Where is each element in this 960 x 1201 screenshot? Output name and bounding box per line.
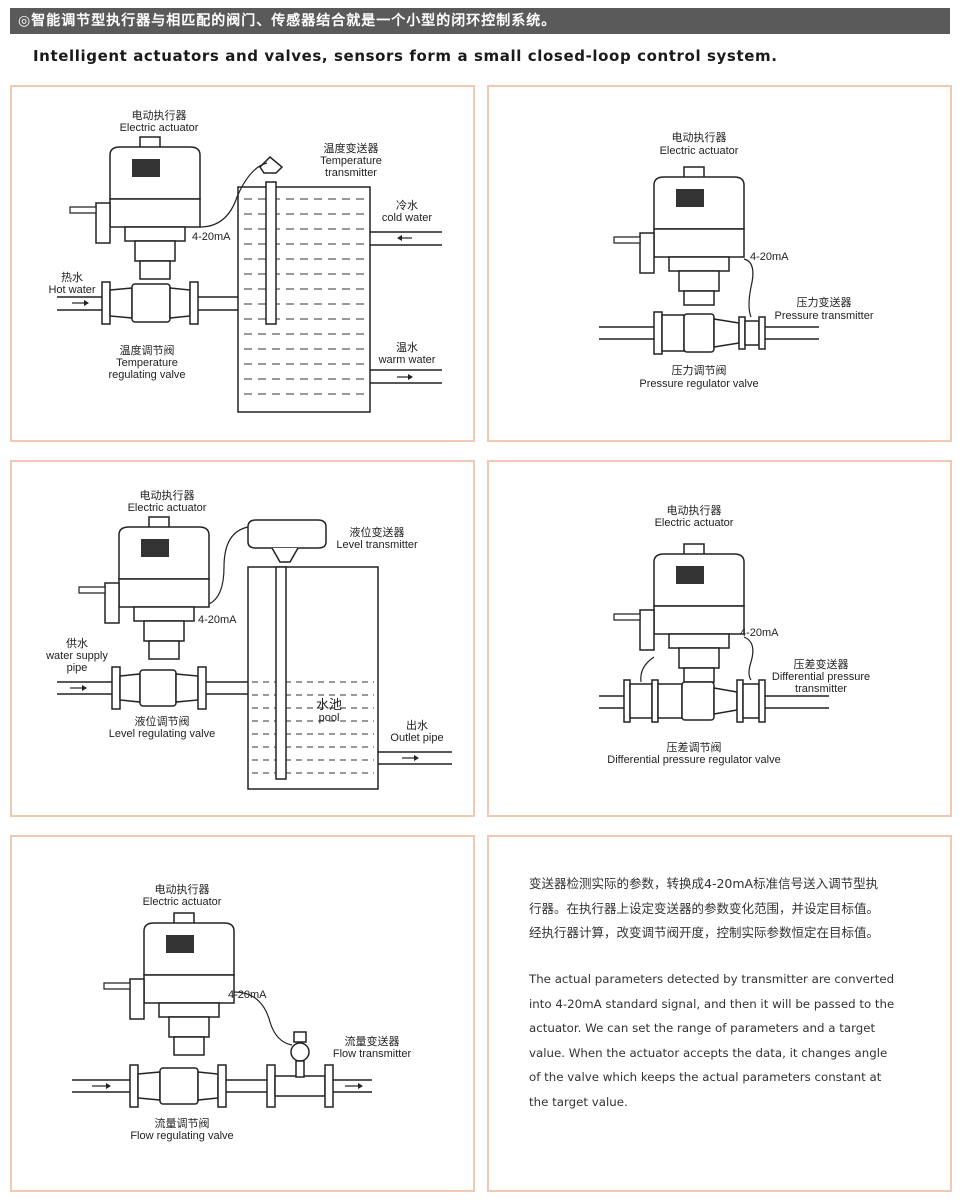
valve-label-en: Differential pressure regulator valve <box>607 754 781 766</box>
description-cn-line: 行器。在执行器上设定变送器的参数变化范围，并设定目标值。 <box>529 900 880 916</box>
panel-differential-pressure-control: 电动执行器 Electric actuator 4-20mA 压差变送器 Dif… <box>487 460 952 817</box>
outlet-label-en: Outlet pipe <box>390 732 444 744</box>
pool-label-en: pool <box>318 712 340 724</box>
cold-water-label-cn: 冷水 <box>396 200 418 212</box>
electric-actuator-illustration <box>613 166 745 306</box>
valve-label-en: Level regulating valve <box>108 728 216 740</box>
panel-description: 变送器检测实际的参数，转换成4-20mA标准信号送入调节型执 行器。在执行器上设… <box>487 835 952 1192</box>
signal-label: 4-20mA <box>198 614 237 626</box>
regulating-valve-illustration <box>72 1064 372 1108</box>
transmitter-label-cn: 流量变送器 <box>344 1036 400 1048</box>
differential-pressure-loop-diagram <box>599 543 829 723</box>
electric-actuator-illustration <box>69 136 201 280</box>
electric-actuator-illustration <box>613 543 745 683</box>
actuator-label-en: Electric actuator <box>654 517 734 529</box>
valve-label-cn: 压力调节阀 <box>671 365 727 377</box>
actuator-label-en: Electric actuator <box>659 145 739 157</box>
description-en-line: actuator. We can set the range of parame… <box>529 1021 876 1035</box>
description-cn-line: 变送器检测实际的参数，转换成4-20mA标准信号送入调节型执 <box>529 876 879 891</box>
supply-label-cn: 供水 <box>66 638 88 650</box>
panel-pressure-control: 电动执行器 Electric actuator 4-20mA 压力变送器 Pre… <box>487 85 952 442</box>
signal-cable <box>233 991 293 1046</box>
actuator-label-en: Electric actuator <box>142 896 222 908</box>
pressure-loop-diagram <box>599 166 819 355</box>
section-subtitle: Intelligent actuators and valves, sensor… <box>33 47 778 65</box>
valve-label-en: Flow regulating valve <box>130 1130 234 1142</box>
transmitter-label-en: Pressure transmitter <box>774 310 874 322</box>
description-en-line: value. When the actuator accepts the dat… <box>529 1045 888 1060</box>
actuator-label-cn: 电动执行器 <box>671 132 727 144</box>
transmitter-label-cn: 液位变送器 <box>349 527 405 539</box>
signal-cable <box>743 258 754 318</box>
transmitter-label-en: Level transmitter <box>336 539 418 551</box>
valve-label-en: Pressure regulator valve <box>639 378 759 390</box>
description-en: The actual parameters detected by transm… <box>529 967 894 1114</box>
actuator-label-cn: 电动执行器 <box>139 490 195 502</box>
cold-water-label-en: cold water <box>381 212 433 224</box>
supply-label-en-2: pipe <box>66 662 88 674</box>
transmitter-label-en-2: transmitter <box>325 167 377 179</box>
transmitter-label-en-1: Temperature <box>320 155 382 167</box>
signal-label: 4-20mA <box>228 989 267 1001</box>
actuator-label-en: Electric actuator <box>119 122 199 134</box>
signal-label: 4-20mA <box>750 251 789 263</box>
level-loop-diagram <box>57 516 452 790</box>
valve-label-cn: 流量调节阀 <box>154 1118 210 1130</box>
outlet-label-cn: 出水 <box>406 720 428 732</box>
valve-label-en-1: Temperature <box>116 357 178 369</box>
flow-meter-illustration <box>290 1031 310 1078</box>
mixing-tank-illustration <box>237 155 442 413</box>
hot-water-label-en: Hot water <box>48 284 96 296</box>
electric-actuator-illustration <box>78 516 210 660</box>
description-en-line: of the valve which keeps the actual para… <box>529 1070 882 1084</box>
actuator-label-en: Electric actuator <box>127 502 207 514</box>
warm-water-label-en: warm water <box>378 354 436 366</box>
regulating-valve-illustration <box>57 281 238 325</box>
transmitter-label-cn: 压差变送器 <box>793 659 849 671</box>
signal-cable-b <box>743 636 754 681</box>
regulating-valve-illustration <box>599 679 829 723</box>
supply-label-en-1: water supply <box>46 650 108 662</box>
flow-loop-diagram <box>72 912 372 1108</box>
pool-label-cn: 水池 <box>315 697 342 712</box>
actuator-label-cn: 电动执行器 <box>666 505 722 517</box>
signal-label: 4-20mA <box>740 627 779 639</box>
description-en-line: The actual parameters detected by transm… <box>529 972 895 986</box>
transmitter-label-cn: 压力变送器 <box>796 297 852 309</box>
panel-temperature-control: 电动执行器 Electric actuator 温度变送器 Temperatur… <box>10 85 475 442</box>
regulating-valve-illustration <box>57 666 248 710</box>
temperature-loop-diagram <box>57 136 442 413</box>
transmitter-label-en: Flow transmitter <box>332 1048 412 1060</box>
description-cn-line: 经执行器计算，改变调节阀开度，控制实际参数恒定在目标值。 <box>529 925 880 940</box>
electric-actuator-illustration <box>103 912 235 1056</box>
signal-label: 4-20mA <box>192 231 231 243</box>
warm-water-label-cn: 温水 <box>396 342 418 354</box>
hot-water-label-cn: 热水 <box>61 272 83 284</box>
actuator-label-cn: 电动执行器 <box>154 884 210 896</box>
actuator-label-cn: 电动执行器 <box>131 110 187 122</box>
valve-label-cn: 压差调节阀 <box>666 742 722 754</box>
signal-cable-a <box>640 656 655 683</box>
transmitter-label-en-2: transmitter <box>795 683 847 695</box>
transmitter-label-en-1: Differential pressure <box>771 671 871 683</box>
description-en-line: into 4-20mA standard signal, and then it… <box>529 996 895 1011</box>
panel-flow-control: 电动执行器 Electric actuator 4-20mA 流量变送器 Flo… <box>10 835 475 1192</box>
signal-cable <box>199 162 268 228</box>
regulating-valve-illustration <box>599 311 819 355</box>
valve-label-cn: 温度调节阀 <box>119 345 175 357</box>
signal-cable <box>208 526 249 605</box>
valve-label-cn: 液位调节阀 <box>134 716 190 728</box>
description-en-line: the target value. <box>529 1094 628 1109</box>
description-cn: 变送器检测实际的参数，转换成4-20mA标准信号送入调节型执 行器。在执行器上设… <box>529 872 879 946</box>
valve-label-en-2: regulating valve <box>108 369 186 381</box>
transmitter-label-cn: 温度变送器 <box>323 143 379 155</box>
water-pool-illustration <box>247 519 452 790</box>
section-banner: ◎智能调节型执行器与相匹配的阀门、传感器结合就是一个小型的闭环控制系统。 <box>10 8 950 34</box>
panel-level-control: 电动执行器 Electric actuator 液位变送器 Level tran… <box>10 460 475 817</box>
